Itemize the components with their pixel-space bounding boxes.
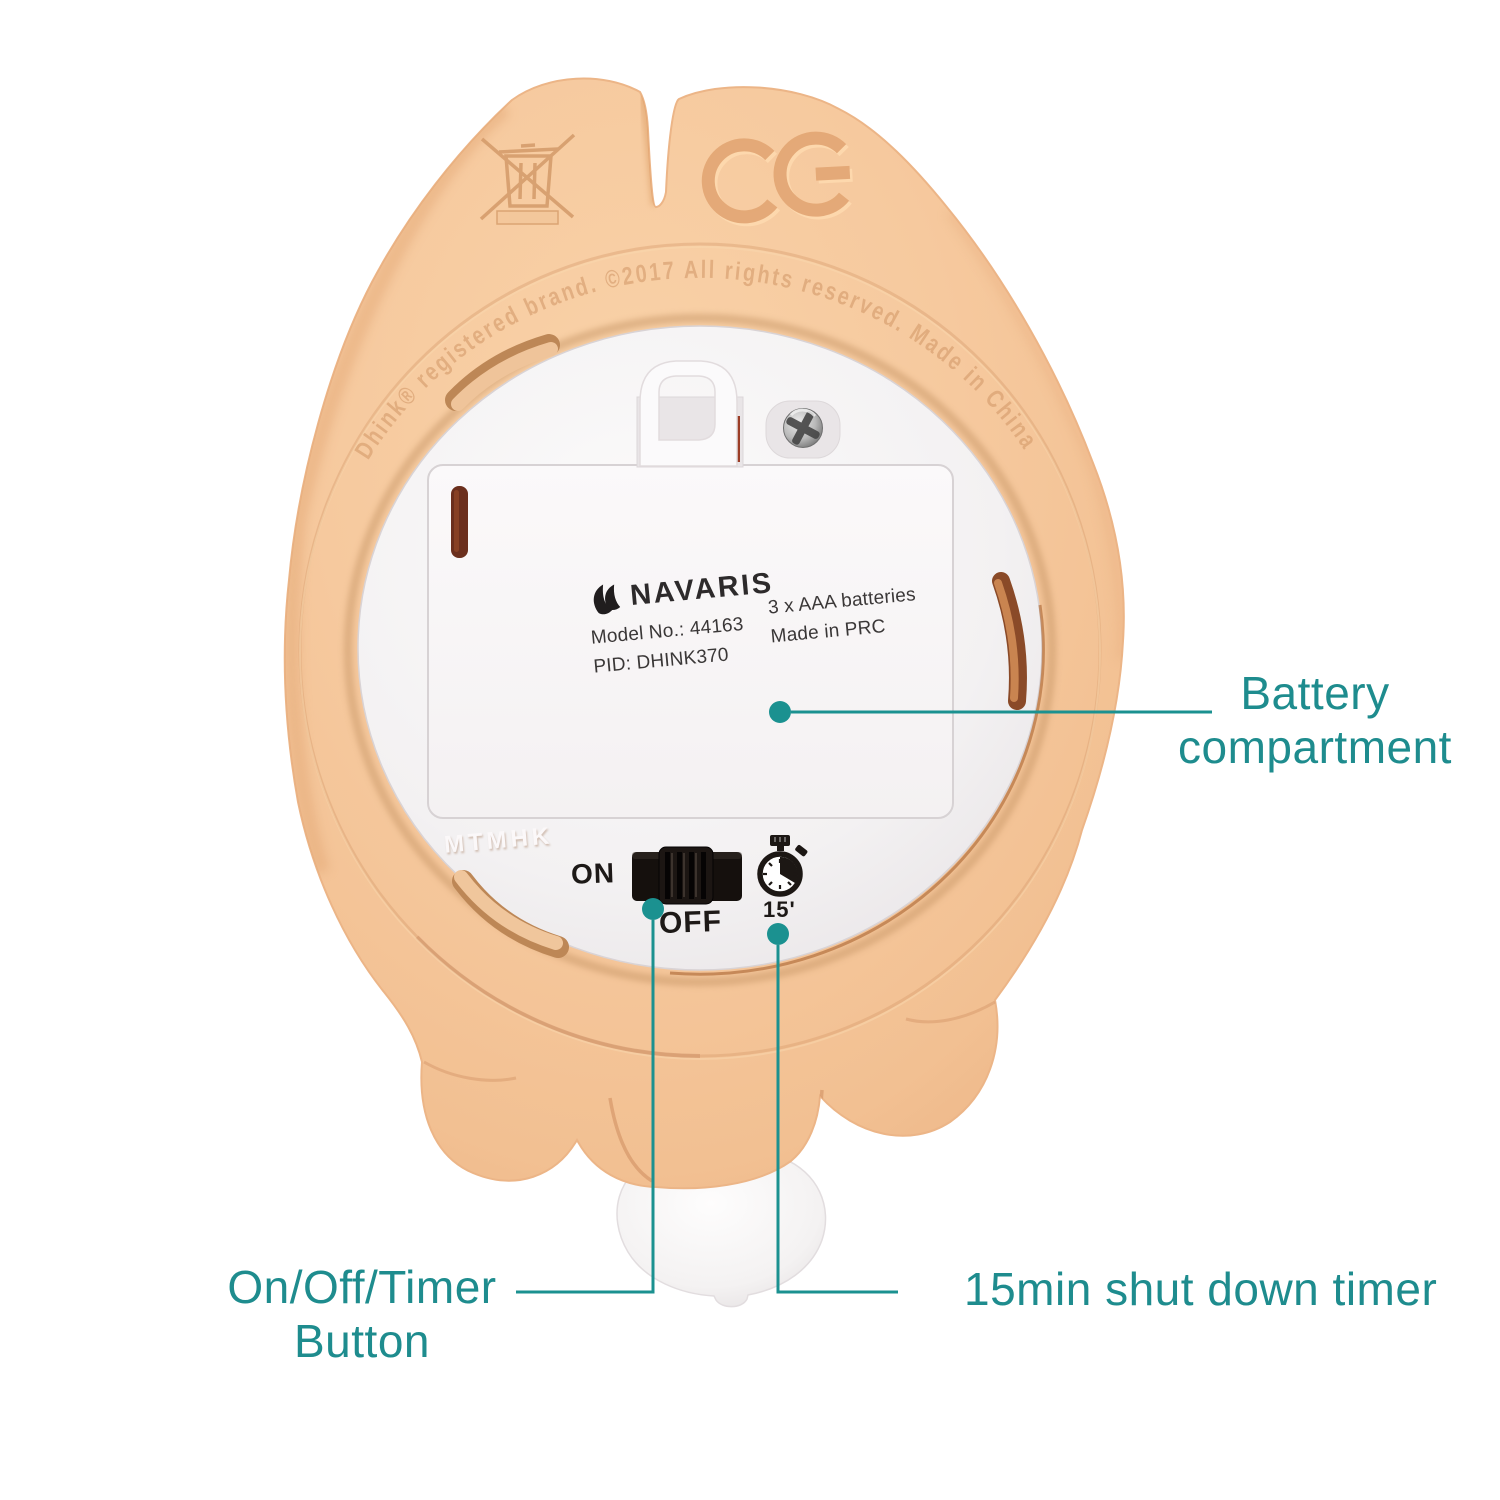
battery-compartment-door bbox=[427, 464, 954, 819]
onoff-callout-dot bbox=[642, 898, 664, 920]
switch-off-marking: OFF bbox=[658, 904, 723, 941]
switch-on-marking: ON bbox=[570, 857, 616, 890]
door-finger-notch bbox=[451, 486, 468, 558]
battery-label-line1: Battery bbox=[1240, 667, 1390, 719]
timer-minutes-marking: 15' bbox=[763, 897, 796, 922]
weee-crossed-out-bin-icon bbox=[479, 133, 576, 225]
vent-slot-top-left bbox=[445, 334, 560, 411]
phillips-screw bbox=[765, 400, 841, 459]
navaris-drop-logo-icon bbox=[593, 583, 621, 614]
battery-compartment-label: Battery compartment bbox=[1150, 666, 1480, 774]
onoff-label-line2: Button bbox=[294, 1315, 430, 1367]
product-label: NAVARIS Model No.: 44163 PID: DHINK370 3… bbox=[586, 554, 921, 681]
battery-label-line2: compartment bbox=[1178, 721, 1452, 773]
left-edge-shadow bbox=[284, 101, 511, 875]
battery-callout-dot bbox=[769, 701, 791, 723]
onoff-callout-line bbox=[516, 920, 655, 1294]
vent-slot-right bbox=[992, 572, 1027, 710]
ring-crease-bottom bbox=[415, 935, 701, 1058]
stopwatch-timer-icon bbox=[757, 835, 808, 897]
ce-mark-icon bbox=[701, 131, 853, 227]
plate-rim-shadow bbox=[669, 604, 1045, 976]
battery-door-latch bbox=[636, 360, 744, 468]
callout-connectors bbox=[516, 701, 1212, 1294]
right-edge-shadow bbox=[946, 208, 1124, 661]
onoff-timer-button-label: On/Off/Timer Button bbox=[206, 1260, 518, 1368]
on-off-slide-switch bbox=[632, 846, 742, 905]
vent-slot-bottom-left bbox=[452, 870, 569, 958]
onoff-label-line1: On/Off/Timer bbox=[227, 1261, 497, 1313]
shutdown-timer-label: 15min shut down timer bbox=[964, 1263, 1438, 1315]
timer-callout-dot bbox=[767, 923, 789, 945]
timer-callout-line bbox=[776, 945, 898, 1294]
